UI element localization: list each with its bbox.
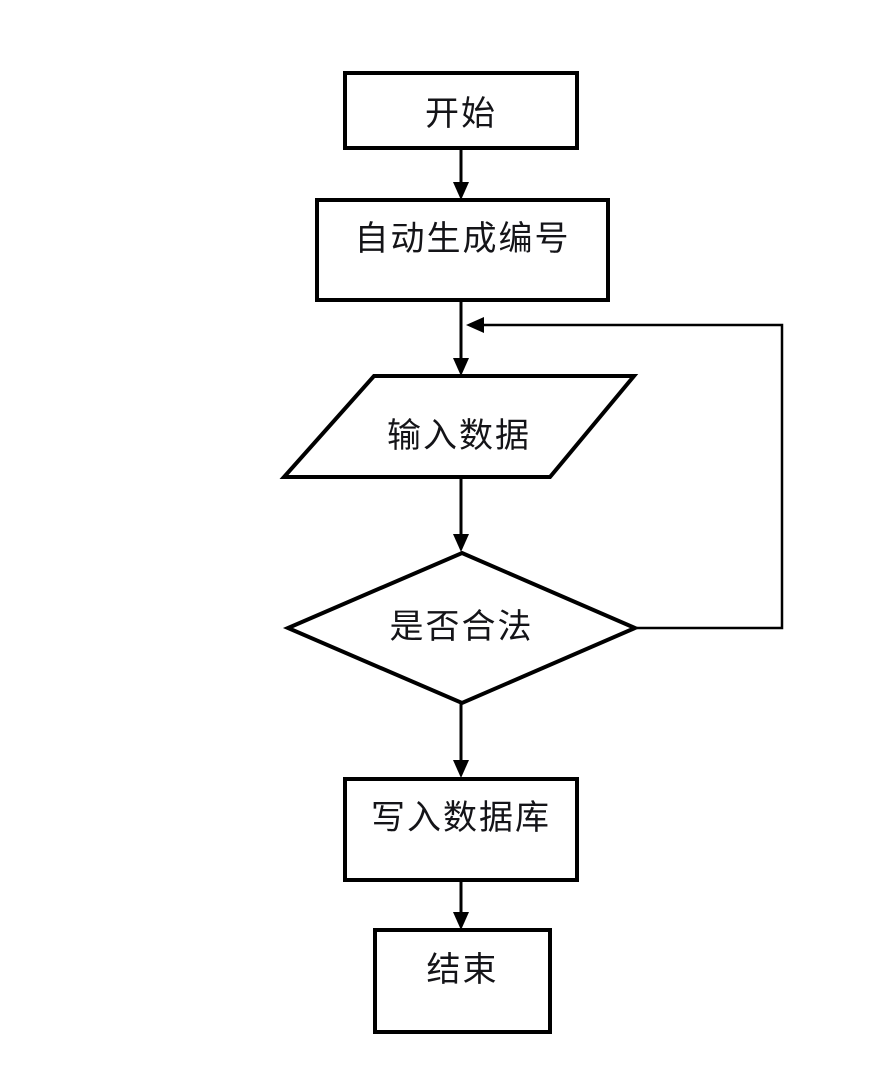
edge-loopback-arrowhead-icon: [466, 317, 484, 333]
node-end-rect: [373, 928, 552, 1034]
edge-loopback-line: [484, 323, 784, 630]
edge-input-validate-arrowhead-icon: [453, 534, 469, 552]
edge-start-autonumber-arrowhead-icon: [453, 182, 469, 200]
node-write-db-rect: [343, 777, 579, 882]
edge-writedb-end-arrowhead-icon: [453, 912, 469, 930]
node-input-data-parallelogram: [279, 374, 639, 479]
node-validate-diamond: [282, 550, 641, 706]
edge-validate-writedb-arrowhead-icon: [453, 760, 469, 778]
node-start-rect: [343, 71, 579, 150]
node-auto-number-rect: [315, 198, 610, 302]
edge-autonumber-input-arrowhead-icon: [453, 358, 469, 376]
